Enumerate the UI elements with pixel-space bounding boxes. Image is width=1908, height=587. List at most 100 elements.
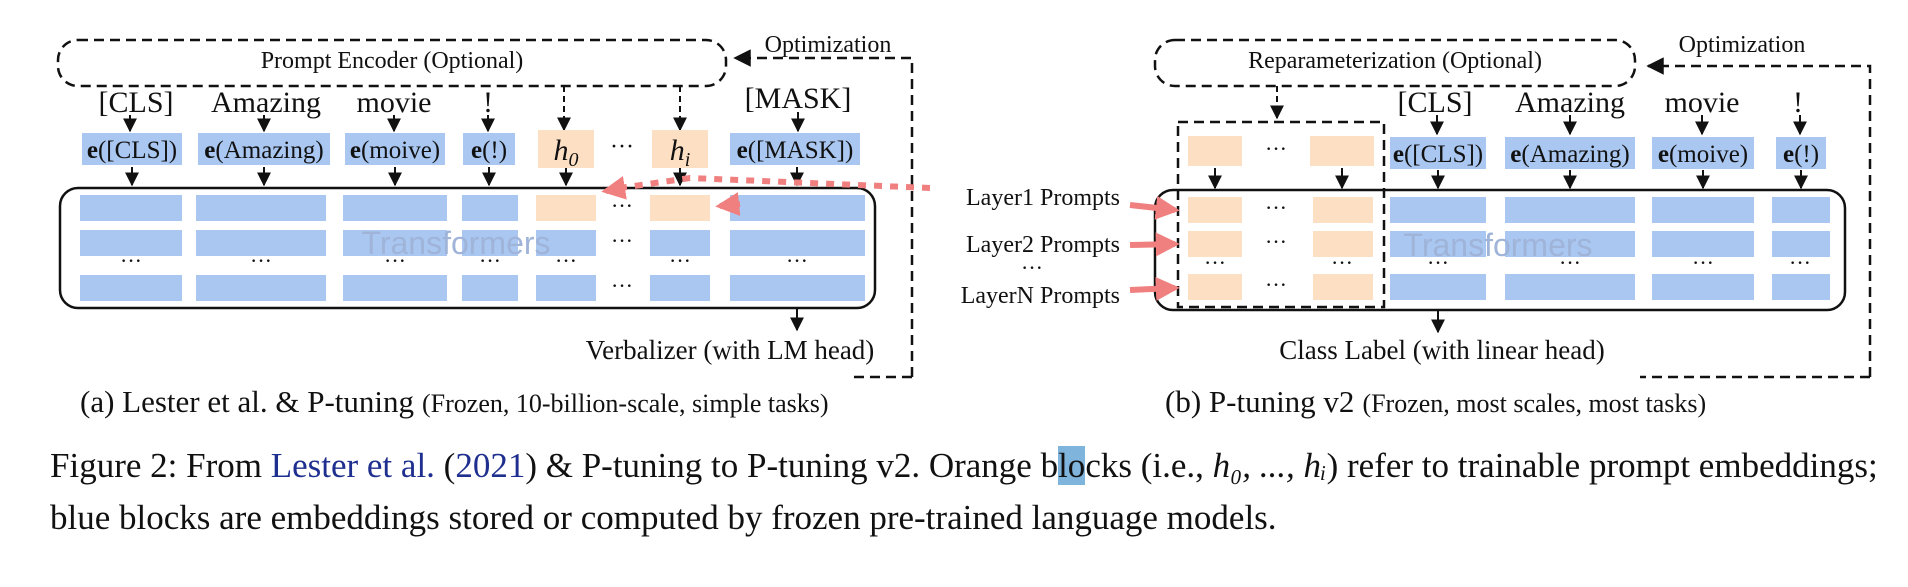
ellipsis: ··· — [479, 248, 501, 273]
embedding-movie-a-text: e(moive) — [350, 137, 440, 164]
block — [730, 230, 865, 256]
block — [196, 230, 326, 256]
ellipsis: ··· — [1559, 250, 1581, 275]
layern-prompt-arrow — [1129, 276, 1180, 301]
block — [1390, 231, 1486, 257]
caption-text-c: ) refer to trainable prompt embeddings; … — [50, 446, 1878, 537]
optimization-loop-b — [1646, 57, 1872, 377]
ellipsis: ··· — [555, 248, 577, 273]
figure-diagram: Prompt Encoder (Optional) Optimization [… — [56, 32, 1872, 419]
text-selection-highlight: lo — [1058, 446, 1086, 485]
embedding-mask-a — [730, 133, 860, 165]
embedding-amazing-a — [198, 133, 330, 165]
block — [80, 230, 182, 256]
ellipsis: ··· — [611, 228, 633, 253]
optimization-label-a: Optimization — [765, 32, 892, 58]
block — [1772, 197, 1830, 223]
block — [462, 195, 518, 221]
ellipsis: ··· — [611, 273, 633, 298]
transformer-box-a — [58, 186, 877, 310]
ellipsis: ··· — [1427, 250, 1449, 275]
block-trainable — [1188, 231, 1242, 257]
layern-prompts-label: LayerN Prompts — [961, 283, 1120, 309]
ellipsis: ··· — [1789, 250, 1811, 275]
panel-b: Reparameterization (Optional) Optimizati… — [961, 32, 1872, 419]
block — [1390, 274, 1486, 300]
ellipsis: ··· — [1331, 250, 1353, 275]
ellipsis: ··· — [1265, 272, 1287, 297]
caption-prefix: Figure 2: From — [50, 446, 271, 485]
ellipsis: ··· — [120, 248, 142, 273]
block-trainable — [650, 195, 710, 221]
prompt-gradient-arrow-h0 — [601, 176, 627, 200]
block — [343, 230, 447, 256]
block — [343, 275, 447, 301]
block — [1772, 231, 1830, 257]
block — [1652, 231, 1754, 257]
block — [1652, 274, 1754, 300]
transformer-box-b — [1153, 188, 1847, 312]
block — [1390, 197, 1486, 223]
block — [80, 195, 182, 221]
optimization-label-b: Optimization — [1679, 32, 1806, 58]
block-trainable — [1313, 197, 1373, 223]
embedding-excl-b-text: e(!) — [1783, 141, 1819, 168]
token-excl-a: ! — [483, 86, 493, 119]
layer-dots: ··· — [1021, 255, 1043, 280]
embedding-cls-a-text: e([CLS]) — [87, 137, 177, 164]
block — [650, 230, 710, 256]
ellipsis: ··· — [250, 248, 272, 273]
ellipsis: ··· — [786, 248, 808, 273]
caption-text-a: ) & P-tuning to P-tuning v2. Orange b — [525, 446, 1059, 485]
block — [730, 275, 865, 301]
block — [1772, 274, 1830, 300]
embedding-movie-a — [345, 133, 445, 165]
layer2-prompt-arrow — [1129, 232, 1180, 257]
caption-math: h₀, ..., hᵢ — [1212, 446, 1327, 485]
reparameterization-label: Reparameterization (Optional) — [1248, 48, 1542, 74]
block — [462, 275, 518, 301]
ellipsis: ··· — [1265, 229, 1287, 254]
block — [80, 275, 182, 301]
citation-author-link[interactable]: Lester et al. — [270, 446, 435, 485]
block — [1505, 231, 1635, 257]
block — [462, 230, 518, 256]
reparameterization-box — [1153, 38, 1637, 88]
embedding-amazing-b-text: e(Amazing) — [1510, 141, 1629, 168]
prompt-hi — [652, 130, 708, 168]
block — [730, 195, 865, 221]
embedding-movie-b — [1652, 137, 1754, 169]
citation-year-link[interactable]: 2021 — [455, 446, 526, 485]
block — [1505, 274, 1635, 300]
embedding-cls-b-text: e([CLS]) — [1393, 141, 1483, 168]
token-cls-a: [CLS] — [99, 86, 174, 119]
block — [1505, 197, 1635, 223]
ellipsis: ··· — [1204, 250, 1226, 275]
block-trainable — [1313, 274, 1373, 300]
embedding-amazing-b — [1505, 137, 1635, 169]
block-trainable — [536, 195, 596, 221]
prompt-gradient-arrow-hi — [715, 192, 741, 217]
token-amazing-b: Amazing — [1515, 86, 1625, 119]
token-mask-a: [MASK] — [745, 82, 852, 115]
verbalizer-label: Verbalizer (with LM head) — [586, 335, 875, 365]
ellipsis: ··· — [1265, 195, 1287, 220]
token-amazing-a: Amazing — [211, 86, 321, 119]
block — [536, 230, 596, 256]
block — [196, 275, 326, 301]
block — [196, 195, 326, 221]
transformers-label-b: Transformers — [1403, 227, 1592, 263]
block — [1652, 197, 1754, 223]
block — [343, 195, 447, 221]
subcaption-a: (a) Lester et al. & P-tuning(Frozen, 10-… — [80, 384, 829, 419]
block — [650, 275, 710, 301]
embedding-cls-a — [82, 133, 182, 165]
embedding-excl-a — [463, 133, 515, 165]
embedding-excl-b — [1776, 137, 1826, 169]
ellipsis: ··· — [610, 134, 634, 160]
ellipsis: ··· — [1265, 136, 1287, 161]
embedding-amazing-a-text: e(Amazing) — [204, 137, 323, 164]
embedding-mask-a-text: e([MASK]) — [737, 137, 854, 164]
ellipsis: ··· — [669, 248, 691, 273]
block-trainable — [1188, 197, 1242, 223]
